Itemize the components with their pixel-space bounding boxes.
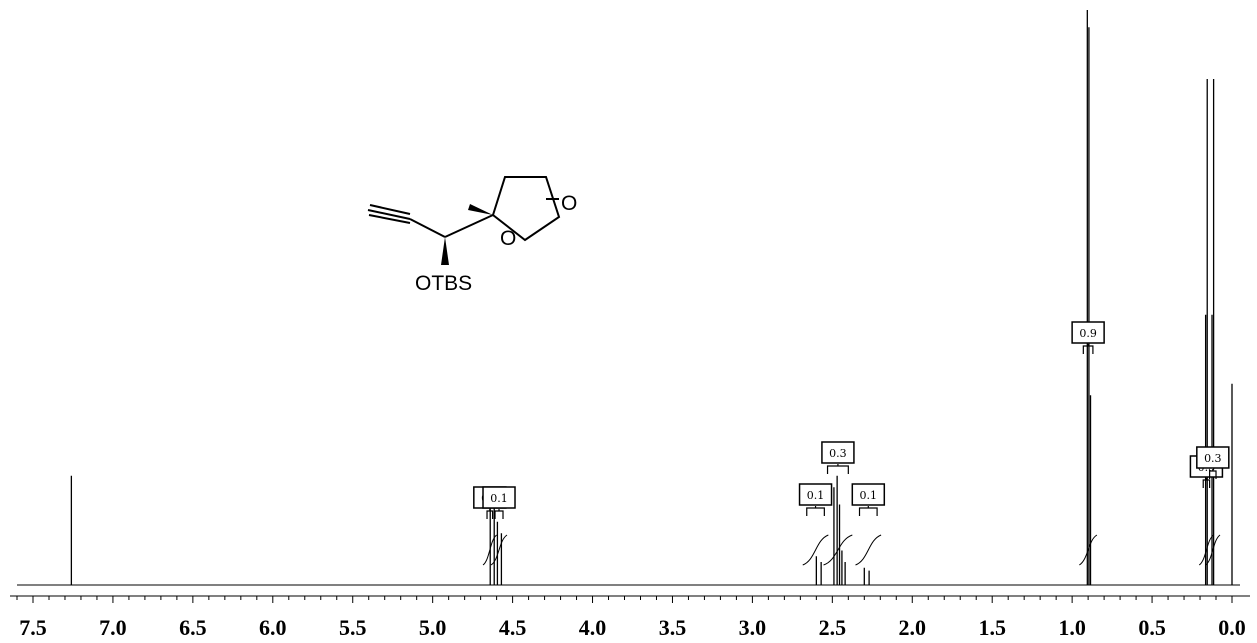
integral-value-label: 0.1 xyxy=(807,489,825,502)
x-tick-label: 3.5 xyxy=(659,615,687,640)
wedge-bond-otbs xyxy=(441,237,449,265)
integral-value-label: 0.3 xyxy=(1204,452,1222,465)
x-tick-label: 6.5 xyxy=(179,615,207,640)
integral-value-label: 0.3 xyxy=(829,447,847,460)
alkyne-triple-bond xyxy=(367,204,411,224)
x-tick-label: 3.0 xyxy=(739,615,767,640)
integral-bracket xyxy=(1209,469,1217,479)
integral-curve xyxy=(1079,534,1098,566)
ring-oxygen-label: O xyxy=(500,227,516,250)
integral-box xyxy=(821,441,855,464)
integral-curve xyxy=(855,534,882,566)
integral-curve xyxy=(490,534,508,566)
x-tick-label: 2.5 xyxy=(819,615,847,640)
integral-box xyxy=(1071,321,1105,344)
integral-box xyxy=(798,483,833,506)
x-tick-label: 6.0 xyxy=(259,615,287,640)
integral-curve xyxy=(1205,534,1221,566)
integral-bracket xyxy=(806,506,825,516)
integral-curve xyxy=(802,534,829,566)
integral-value-label: 0.1 xyxy=(490,492,508,505)
x-tick-label: 1.5 xyxy=(978,615,1006,640)
integral-bracket xyxy=(1202,478,1211,488)
integral-curve xyxy=(1198,534,1214,566)
x-tick-label: 7.0 xyxy=(99,615,127,640)
x-tick-label: 7.5 xyxy=(19,615,47,640)
spectrum-layer xyxy=(17,10,1240,586)
integral-layer: 0.10.10.10.30.10.90.30.3 xyxy=(473,321,1230,566)
x-tick-label: 5.5 xyxy=(339,615,367,640)
integral-box xyxy=(1196,446,1230,469)
integral-bracket xyxy=(826,464,849,474)
carbonyl-oxygen-label: O xyxy=(561,192,577,215)
integral-box xyxy=(851,483,886,506)
x-tick-label: 4.5 xyxy=(499,615,527,640)
integral-curve xyxy=(823,534,853,566)
x-tick-label: 0.5 xyxy=(1138,615,1166,640)
chain-bonds xyxy=(409,214,494,238)
x-tick-label: 5.0 xyxy=(419,615,447,640)
integral-box xyxy=(482,486,516,509)
x-tick-label: 4.0 xyxy=(579,615,607,640)
wedge-bond xyxy=(468,204,493,215)
x-tick-label: 2.0 xyxy=(899,615,927,640)
integral-curve xyxy=(482,534,497,566)
bond-lines xyxy=(491,176,561,242)
x-tick-label: 0.0 xyxy=(1218,615,1246,640)
integral-value-label: 0.1 xyxy=(860,489,878,502)
integral-bracket xyxy=(858,506,878,516)
integral-bracket xyxy=(494,509,504,519)
molecule-structure: O O OTBS xyxy=(367,176,577,295)
integral-bracket xyxy=(486,509,494,519)
otbs-label: OTBS xyxy=(415,272,472,295)
x-tick-label: 1.0 xyxy=(1058,615,1086,640)
integral-value-label: 0.9 xyxy=(1079,327,1097,340)
integral-bracket xyxy=(1082,344,1094,354)
x-axis: 7.5 7.0 6.5 6.0 5.5 5.0 4.5 4.0 3.5 3.0 2.5 2.0 1.5 1… xyxy=(10,595,1250,640)
